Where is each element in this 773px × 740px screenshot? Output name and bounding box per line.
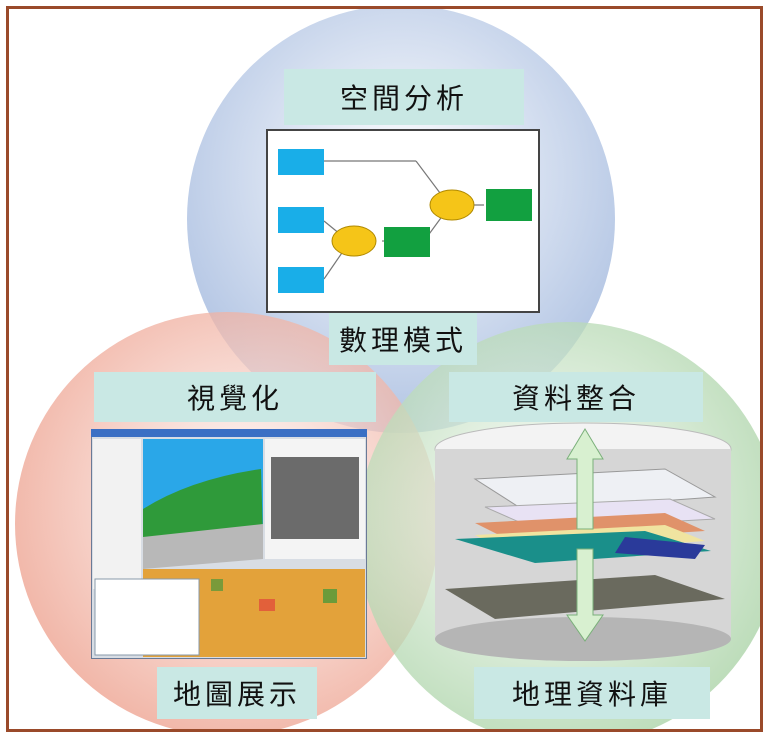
- map-application-screenshot: [91, 429, 367, 659]
- label-map-display: 地圖展示: [157, 667, 317, 719]
- flow-output-box-1: [384, 227, 430, 257]
- label-geodatabase-text: 地理資料庫: [511, 678, 672, 711]
- geodatabase-layers-image: [434, 422, 732, 661]
- label-data-integration: 資料整合: [449, 372, 703, 422]
- flow-input-box-3: [278, 267, 324, 293]
- flow-process-ellipse-1: [331, 225, 377, 257]
- label-spatial-analysis: 空間分析: [284, 69, 524, 125]
- model-flowchart: [266, 129, 540, 313]
- flow-input-box-2: [278, 207, 324, 233]
- flow-output-box-2: [486, 189, 532, 221]
- label-visualization: 視覺化: [94, 372, 376, 422]
- flow-input-box-1: [278, 149, 324, 175]
- label-data-integration-text: 資料整合: [511, 382, 640, 415]
- label-geodatabase: 地理資料庫: [474, 667, 710, 719]
- label-spatial-analysis-text: 空間分析: [339, 82, 468, 115]
- label-math-model-text: 數理模式: [338, 324, 467, 357]
- diagram-frame: 空間分析 數理模式 視覺化 資料整合: [6, 6, 763, 732]
- flow-process-ellipse-2: [429, 189, 475, 221]
- label-visualization-text: 視覺化: [186, 382, 283, 415]
- label-math-model: 數理模式: [329, 313, 477, 365]
- label-map-display-text: 地圖展示: [172, 678, 301, 711]
